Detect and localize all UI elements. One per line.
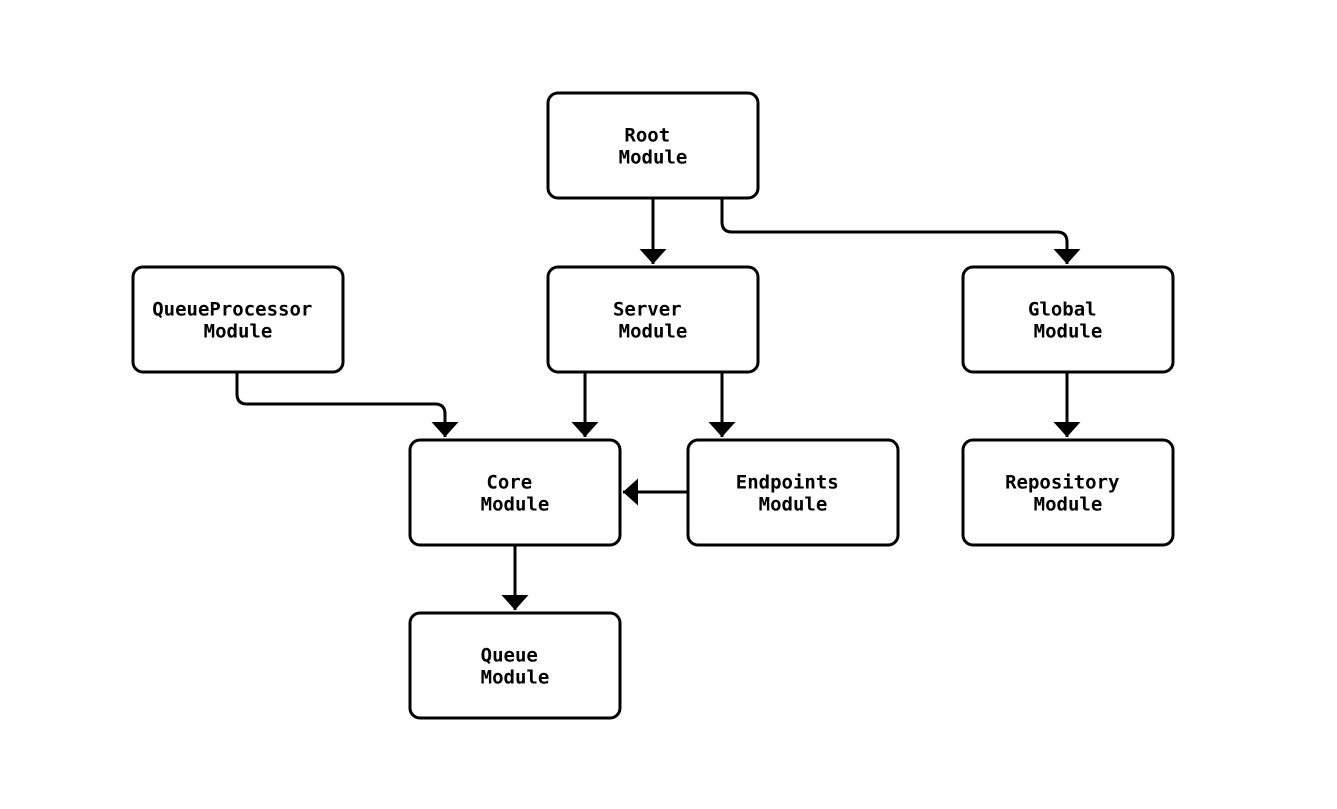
node-endpoints-module: Endpoints Module [686, 438, 900, 547]
node-label-line: Module [619, 321, 688, 343]
node-label: Root Module [619, 125, 688, 169]
node-box [546, 265, 760, 374]
node-global-module: Global Module [961, 265, 1175, 374]
node-label-line: Repository [1005, 472, 1119, 494]
node-label-line: Server [613, 299, 682, 321]
node-queueprocessor-module: QueueProcessor Module [131, 265, 345, 374]
node-root-module: Root Module [546, 91, 760, 200]
node-label-line: Global [1028, 299, 1097, 321]
node-box [686, 438, 900, 547]
node-label: Global Module [1028, 299, 1108, 343]
node-label-line: Module [1034, 494, 1103, 516]
node-label: Endpoints Module [736, 472, 850, 516]
node-server-module: Server Module [546, 265, 760, 374]
node-label-line: Module [1034, 321, 1103, 343]
node-box [408, 611, 622, 720]
edge-root-to-global [720, 198, 1081, 264]
node-box [546, 91, 760, 200]
node-box [408, 438, 622, 547]
node-label: Core Module [481, 472, 550, 516]
node-label-line: Module [204, 321, 273, 343]
node-label: Repository Module [1005, 472, 1131, 516]
node-core-module: Core Module [408, 438, 622, 547]
node-label-line: Module [619, 147, 688, 169]
node-label-line: Root [624, 125, 670, 147]
node-queue-module: Queue Module [408, 611, 622, 720]
node-box [961, 265, 1175, 374]
node-label-line: Core [486, 472, 532, 494]
node-box [131, 265, 345, 374]
node-label-line: Queue [481, 645, 538, 667]
node-label-line: QueueProcessor [152, 299, 312, 321]
node-label-line: Endpoints [736, 472, 839, 494]
node-repository-module: Repository Module [961, 438, 1175, 547]
edge-queueprocessor-to-core [235, 372, 459, 437]
node-label-line: Module [481, 667, 550, 689]
node-label-line: Module [481, 494, 550, 516]
node-box [961, 438, 1175, 547]
node-label: QueueProcessor Module [152, 299, 324, 343]
edges [235, 198, 1081, 610]
node-label-line: Module [759, 494, 828, 516]
node-label: Server Module [613, 299, 693, 343]
node-label: Queue Module [481, 645, 550, 689]
